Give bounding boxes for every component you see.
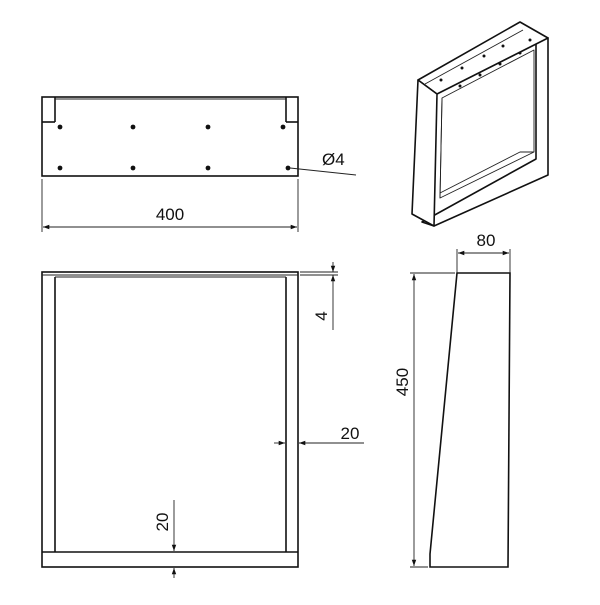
mounting-hole [285,165,291,171]
top-view-outline [41,96,299,177]
mounting-hole [130,124,136,130]
mounting-hole [130,165,136,171]
mounting-hole [205,124,211,130]
width-dimension-label: 400 [156,205,184,224]
front-view-outline [41,271,299,568]
bottom-width-label: 20 [153,513,172,532]
height-label: 450 [393,368,412,396]
iso-left-side [411,79,438,227]
isometric-view [411,21,549,227]
side-view: 80 450 [393,231,511,568]
front-view: 4 20 20 [41,262,364,578]
mounting-hole [205,165,211,171]
thickness-label: 4 [312,311,331,320]
depth-label: 80 [477,231,496,250]
iso-top-face [417,21,549,95]
mounting-holes [57,124,291,171]
side-view-outline [429,272,511,568]
mounting-hole [280,124,286,130]
mounting-hole [57,165,63,171]
hole-diameter-leader [289,167,357,176]
hole-diameter-label: Ø4 [322,150,345,169]
side-width-label: 20 [341,424,360,443]
mounting-hole [57,124,63,130]
top-view: Ø4 400 [41,96,357,232]
